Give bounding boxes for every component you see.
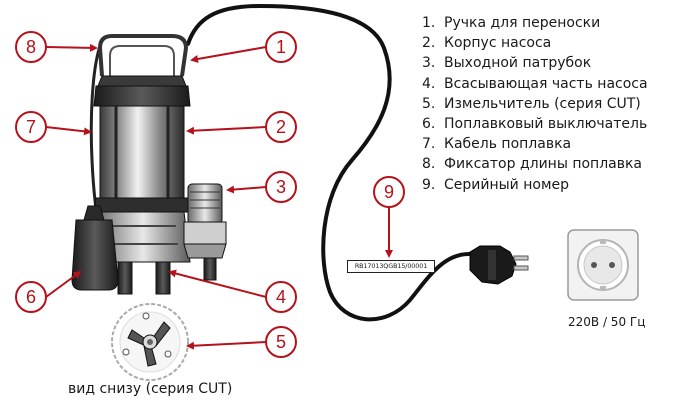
callout-2: 2 [276, 117, 286, 137]
parts-legend: 1. Ручка для переноски 2. Корпус насоса 3.… [422, 13, 648, 195]
legend-item: 6. Поплавковый выключатель [422, 114, 648, 134]
legend-num: 7. [422, 136, 436, 153]
arrow-7 [45, 126, 92, 136]
arrow-8 [45, 43, 98, 52]
legend-item: 1. Ручка для переноски [422, 13, 648, 33]
motor-housing [99, 105, 185, 199]
legend-label: Фиксатор длины поплавка [444, 156, 643, 173]
discharge-outlet [183, 183, 227, 259]
arrow-4 [168, 269, 267, 298]
power-cable [186, 3, 480, 322]
arrow-3 [226, 185, 267, 194]
legend-item: 8. Фиксатор длины поплавка [422, 154, 648, 174]
callout-3: 3 [276, 177, 286, 197]
callout-4: 4 [276, 287, 286, 307]
legend-label: Поплавковый выключатель [444, 115, 648, 132]
power-plug [469, 245, 529, 285]
legend-num: 6. [422, 115, 436, 132]
serial-number-label: RB17013QGB15/00001 [347, 260, 435, 273]
legend-num: 2. [422, 35, 436, 52]
callout-5: 5 [276, 332, 286, 352]
legend-label: Корпус насоса [444, 35, 552, 52]
legend-num: 9. [422, 176, 436, 193]
legend-num: 5. [422, 95, 436, 112]
legend-item: 7. Кабель поплавка [422, 134, 648, 154]
wall-socket [567, 229, 639, 301]
legend-item: 3. Выходной патрубок [422, 53, 648, 73]
legend-num: 1. [422, 15, 436, 31]
legend-num: 4. [422, 75, 436, 92]
callout-8: 8 [26, 37, 36, 57]
callout-9: 9 [384, 182, 394, 202]
legend-num: 8. [422, 156, 436, 173]
callout-6: 6 [26, 287, 36, 307]
cutter-bottom-view [111, 303, 189, 381]
arrow-6 [45, 270, 82, 298]
legend-item: 9. Серийный номер [422, 175, 648, 195]
legend-label: Кабель поплавка [444, 136, 572, 153]
float-switch [71, 219, 119, 291]
legend-item: 4. Всасывающая часть насоса [422, 74, 648, 94]
legend-num: 3. [422, 55, 436, 72]
arrow-1 [190, 46, 267, 63]
callout-1: 1 [276, 37, 286, 57]
callout-circles: 1 2 3 4 5 6 7 8 9 [15, 31, 405, 358]
arrow-5 [186, 341, 267, 350]
legend-label: Ручка для переноски [444, 15, 601, 31]
bottom-view-caption: вид снизу (серия CUT) [68, 381, 233, 397]
legend-label: Измельчитель (серия CUT) [444, 95, 641, 112]
carry-handle [97, 34, 189, 77]
callout-7: 7 [26, 117, 36, 137]
power-spec-caption: 220В / 50 Гц [568, 315, 646, 329]
pump-illustration [71, 34, 227, 295]
legend-item: 2. Корпус насоса [422, 33, 648, 53]
legend-label: Серийный номер [444, 176, 570, 193]
legend-label: Всасывающая часть насоса [444, 75, 648, 92]
callout-arrows [45, 43, 393, 350]
legend-label: Выходной патрубок [444, 55, 592, 72]
arrow-2 [186, 126, 267, 135]
legend-item: 5. Измельчитель (серия CUT) [422, 94, 648, 114]
